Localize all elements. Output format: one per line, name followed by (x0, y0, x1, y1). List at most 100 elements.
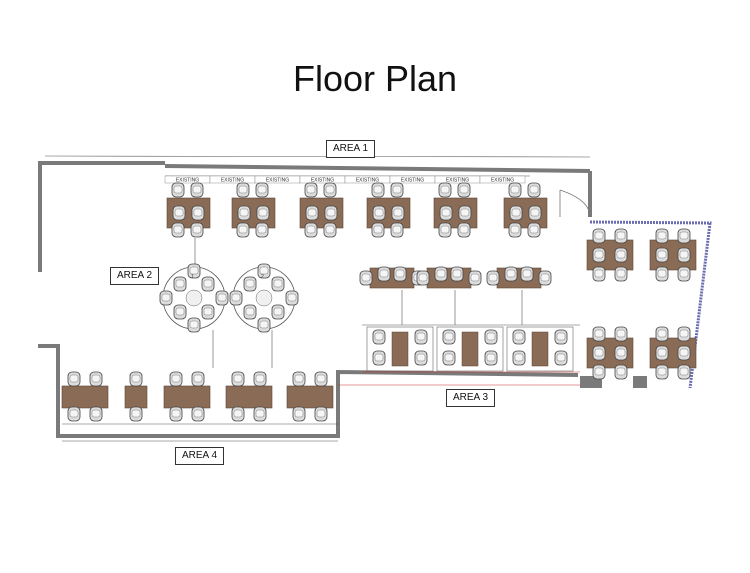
chair-seat (616, 250, 626, 259)
existing-label: EXISTING (221, 178, 244, 184)
existing-label: EXISTING (266, 178, 289, 184)
area-1-label: AREA 1 (326, 140, 376, 158)
chair-seat (287, 293, 297, 302)
chair-seat (259, 266, 269, 275)
table-group (586, 326, 634, 380)
chair-seat (255, 409, 265, 418)
area-3-label: AREA 3 (446, 389, 496, 407)
chair-seat (294, 409, 304, 418)
chair-seat (486, 353, 496, 362)
page-title: Floor Plan (292, 58, 458, 99)
chair-seat (238, 185, 248, 194)
chair-seat (239, 208, 249, 217)
chair-seat (393, 208, 403, 217)
existing-label: EXISTING (356, 178, 379, 184)
table-group (366, 197, 411, 229)
chair-seat (131, 409, 141, 418)
walls (38, 161, 592, 438)
chair-seat (203, 307, 213, 316)
chair-seat (657, 367, 667, 376)
chair-seat (594, 250, 604, 259)
chair-seat (373, 185, 383, 194)
chair-seat (131, 374, 141, 383)
chair-seat (556, 332, 566, 341)
chair-seat (657, 250, 667, 259)
chair-seat (486, 332, 496, 341)
chair-seat (173, 225, 183, 234)
chair-seat (444, 353, 454, 362)
tables-layer (61, 182, 697, 422)
chair-seat (657, 231, 667, 240)
chair-seat (657, 348, 667, 357)
chair-seat (325, 185, 335, 194)
table-top (61, 385, 109, 409)
table-top (461, 331, 479, 367)
table-group (231, 197, 276, 229)
chair-seat (470, 273, 480, 282)
chair-seat (69, 409, 79, 418)
table-top (225, 385, 273, 409)
chair-seat (259, 320, 269, 329)
chair-seat (316, 374, 326, 383)
chair-seat (529, 225, 539, 234)
chair-seat (171, 374, 181, 383)
round-table-number: 2 (261, 274, 264, 280)
chair-seat (616, 367, 626, 376)
chair-seat (418, 273, 428, 282)
chair-seat (616, 348, 626, 357)
chair-seat (306, 185, 316, 194)
table-top (426, 267, 472, 289)
chair-seat (416, 332, 426, 341)
chair-seat (189, 320, 199, 329)
chair-seat (306, 225, 316, 234)
chair-seat (679, 231, 689, 240)
booth-group (366, 326, 434, 372)
table-chairs (236, 182, 269, 238)
table-top (163, 385, 211, 409)
table-group (166, 197, 211, 229)
booth-group (506, 326, 574, 372)
chair-seat (316, 409, 326, 418)
chair-seat (510, 225, 520, 234)
existing-label: EXISTING (311, 178, 334, 184)
chair-seat (522, 269, 532, 278)
column-block (633, 376, 647, 388)
table-top (531, 331, 549, 367)
chair-seat (452, 269, 462, 278)
round-table-center (255, 289, 273, 307)
chair-seat (436, 269, 446, 278)
table-group (649, 228, 697, 282)
chair-seat (392, 225, 402, 234)
chair-seat (511, 208, 521, 217)
table-group (286, 371, 334, 422)
chair-seat (374, 332, 384, 341)
chair-seat (238, 225, 248, 234)
chair-seat (192, 225, 202, 234)
existing-label: EXISTING (401, 178, 424, 184)
existing-label-box (479, 175, 526, 184)
chair-seat (514, 332, 524, 341)
booth-outline (506, 326, 574, 372)
chair-seat (616, 329, 626, 338)
chair-seat (174, 208, 184, 217)
chair-seat (441, 208, 451, 217)
chair-seat (488, 273, 498, 282)
chair-seat (189, 266, 199, 275)
existing-labels: EXISTING EXISTING EXISTING EXISTING EXISTING… (164, 175, 526, 184)
chair-seat (307, 208, 317, 217)
door-swing (559, 189, 591, 218)
chair-seat (233, 409, 243, 418)
chair-seat (379, 269, 389, 278)
existing-label: EXISTING (176, 178, 199, 184)
chair-seat (530, 208, 540, 217)
chair-seat (594, 348, 604, 357)
table-top (286, 385, 334, 409)
table-top (496, 267, 542, 289)
table-group (163, 371, 211, 422)
round-table-number: 1 (191, 274, 194, 280)
chair-seat (161, 293, 171, 302)
chair-seat (616, 231, 626, 240)
chair-seat (392, 185, 402, 194)
